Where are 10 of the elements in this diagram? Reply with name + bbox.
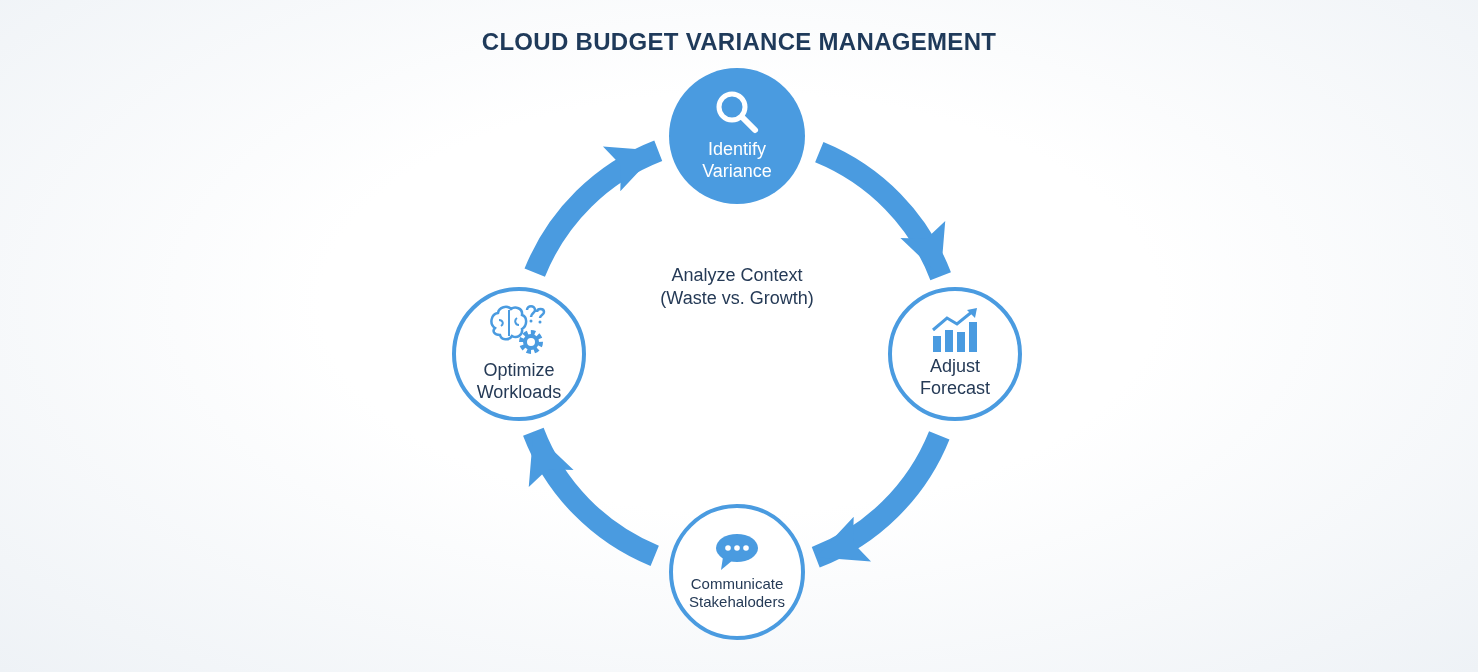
curved-arrow [523, 427, 660, 566]
step-label: Communicate Stakehaloders [688, 575, 786, 611]
curved-arrow [811, 430, 950, 568]
curved-arrow [814, 142, 951, 281]
center-note: Analyze Context (Waste vs. Growth) [659, 264, 815, 309]
curved-arrow [524, 140, 663, 278]
step-label: Adjust Forecast [919, 356, 991, 400]
step-label: Identify Variance [701, 139, 773, 183]
diagram-title: CLOUD BUDGET VARIANCE MANAGEMENT [480, 28, 998, 56]
step-label: Optimize Workloads [475, 360, 563, 404]
